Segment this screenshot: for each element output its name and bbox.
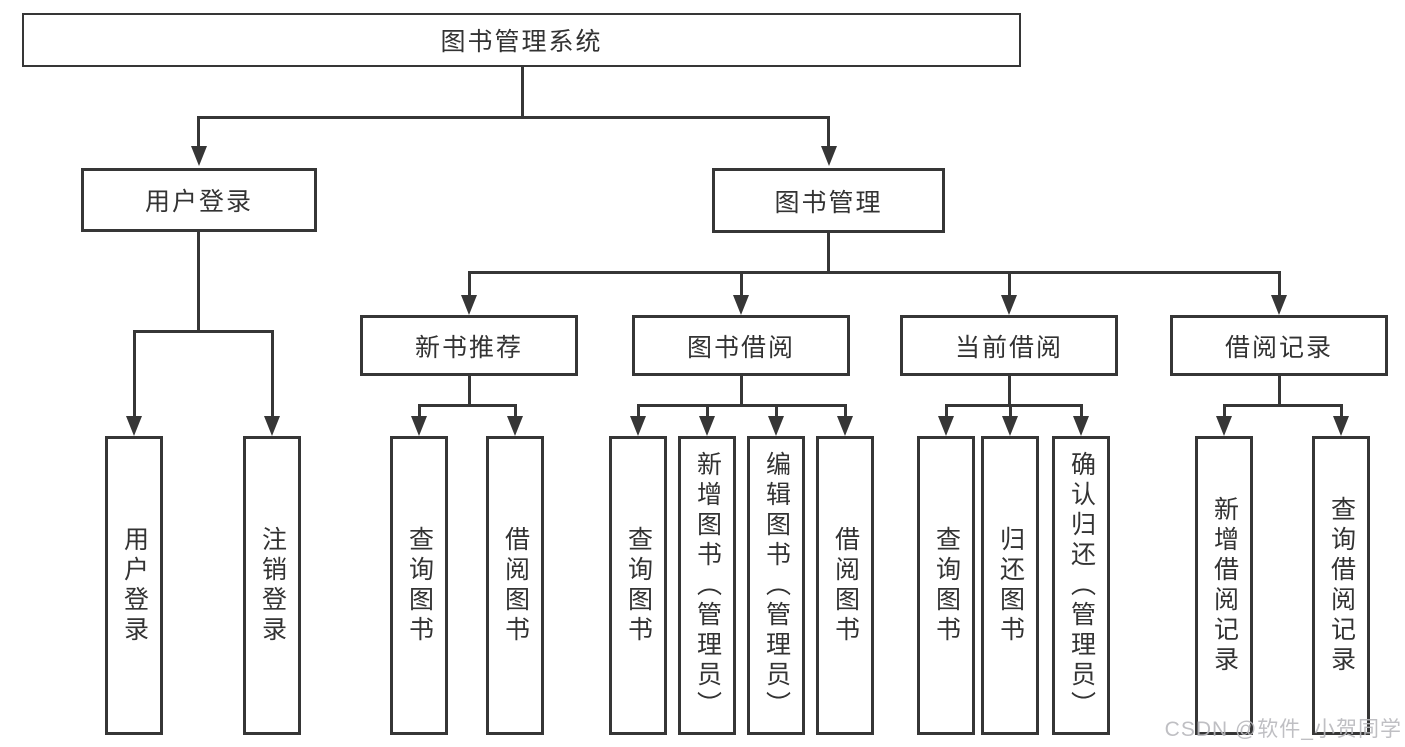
arrowhead-down-icon: [821, 146, 837, 166]
connector-l1-right: [827, 116, 830, 148]
arrowhead-down-icon: [1001, 295, 1017, 315]
connector-leaf-line: [706, 404, 709, 418]
csdn-watermark: CSDN @软件_小贺同学: [1164, 718, 1402, 741]
arrowhead-down-icon: [461, 295, 477, 315]
node-current-borrow: 当前借阅: [900, 315, 1118, 376]
leaf-label: 用户登录: [120, 525, 149, 646]
leaf-logout: 注销登录: [243, 436, 301, 735]
connector-leaf-line: [637, 404, 640, 418]
leaf-label: 注销登录: [258, 525, 287, 646]
leaf-return-books: 归还图书: [981, 436, 1039, 735]
arrowhead-down-icon: [733, 295, 749, 315]
connector-leaf-line: [945, 404, 948, 418]
arrowhead-down-icon: [699, 416, 715, 436]
node-user-login-label: 用户登录: [144, 188, 253, 216]
node-label: 图书借阅: [686, 333, 795, 362]
connector-bookmgmt-drop: [827, 232, 830, 273]
connector-leaf-line: [133, 330, 136, 416]
connector-l2-bus: [468, 271, 1280, 274]
connector-leaf-line: [1009, 404, 1012, 418]
connector-userlogin-drop: [197, 231, 200, 332]
connector-leaf-line: [844, 404, 847, 418]
node-borrow-records: 借阅记录: [1170, 315, 1388, 376]
arrowhead-down-icon: [630, 416, 646, 436]
connector-l1-left: [197, 116, 200, 148]
arrowhead-down-icon: [126, 416, 142, 436]
connector-l2-line: [740, 271, 743, 295]
node-book-management-label: 图书管理: [774, 188, 883, 217]
connector-leaf-line: [1080, 404, 1083, 418]
leaf-label: 查询图书: [405, 525, 434, 646]
connector-parent-drop: [740, 374, 743, 406]
connector-parent-drop: [1008, 374, 1011, 406]
leaf-label: 确认归还（管理员）: [1067, 450, 1096, 721]
node-label: 当前借阅: [954, 333, 1063, 362]
leaf-query-books-3: 查询图书: [917, 436, 975, 735]
leaf-query-books-1: 查询图书: [390, 436, 448, 735]
connector-leaf-line: [775, 404, 778, 418]
leaf-add-books-admin: 新增图书（管理员）: [678, 436, 736, 735]
leaf-label: 借阅图书: [501, 525, 530, 646]
leaf-user-login: 用户登录: [105, 436, 163, 735]
connector-root-drop: [521, 66, 524, 118]
connector-group-bus: [1223, 404, 1342, 407]
leaf-borrow-books-1: 借阅图书: [486, 436, 544, 735]
connector-userlogin-bus: [133, 330, 274, 333]
leaf-query-books-2: 查询图书: [609, 436, 667, 735]
leaf-query-borrow-record: 查询借阅记录: [1312, 436, 1370, 735]
node-root: 图书管理系统: [22, 13, 1021, 67]
arrowhead-down-icon: [411, 416, 427, 436]
arrowhead-down-icon: [768, 416, 784, 436]
connector-parent-drop: [468, 374, 471, 406]
connector-l1-bus: [197, 116, 830, 119]
node-label: 借阅记录: [1224, 333, 1333, 362]
arrowhead-down-icon: [191, 146, 207, 166]
connector-leaf-line: [1223, 404, 1226, 418]
arrowhead-down-icon: [1073, 416, 1089, 436]
leaf-edit-books-admin: 编辑图书（管理员）: [747, 436, 805, 735]
connector-group-bus: [945, 404, 1082, 407]
arrowhead-down-icon: [1271, 295, 1287, 315]
leaf-label: 编辑图书（管理员）: [762, 450, 791, 721]
node-new-book-recommend: 新书推荐: [360, 315, 578, 376]
leaf-add-borrow-record: 新增借阅记录: [1195, 436, 1253, 735]
arrowhead-down-icon: [507, 416, 523, 436]
leaf-label: 新增图书（管理员）: [693, 450, 722, 721]
leaf-label: 查询图书: [624, 525, 653, 646]
connector-leaf-line: [271, 330, 274, 416]
connector-leaf-line: [514, 404, 517, 418]
leaf-label: 借阅图书: [831, 525, 860, 646]
arrowhead-down-icon: [837, 416, 853, 436]
node-book-management: 图书管理: [712, 168, 945, 233]
node-root-label: 图书管理系统: [440, 28, 603, 56]
leaf-label: 查询图书: [932, 525, 961, 646]
connector-l2-line: [1278, 271, 1281, 295]
arrowhead-down-icon: [938, 416, 954, 436]
node-user-login: 用户登录: [81, 168, 317, 232]
connector-group-bus: [418, 404, 517, 407]
arrowhead-down-icon: [1216, 416, 1232, 436]
leaf-label: 归还图书: [996, 525, 1025, 646]
leaf-label: 查询借阅记录: [1327, 495, 1356, 676]
leaf-confirm-return-admin: 确认归还（管理员）: [1052, 436, 1110, 735]
connector-leaf-line: [418, 404, 421, 418]
connector-l2-line: [1008, 271, 1011, 295]
arrowhead-down-icon: [1002, 416, 1018, 436]
connector-group-bus: [637, 404, 847, 407]
arrowhead-down-icon: [264, 416, 280, 436]
node-label: 新书推荐: [414, 333, 523, 362]
leaf-borrow-books-2: 借阅图书: [816, 436, 874, 735]
connector-parent-drop: [1278, 374, 1281, 406]
node-book-borrow: 图书借阅: [632, 315, 850, 376]
connector-l2-line: [468, 271, 471, 295]
arrowhead-down-icon: [1333, 416, 1349, 436]
connector-leaf-line: [1340, 404, 1343, 418]
leaf-label: 新增借阅记录: [1210, 495, 1239, 676]
